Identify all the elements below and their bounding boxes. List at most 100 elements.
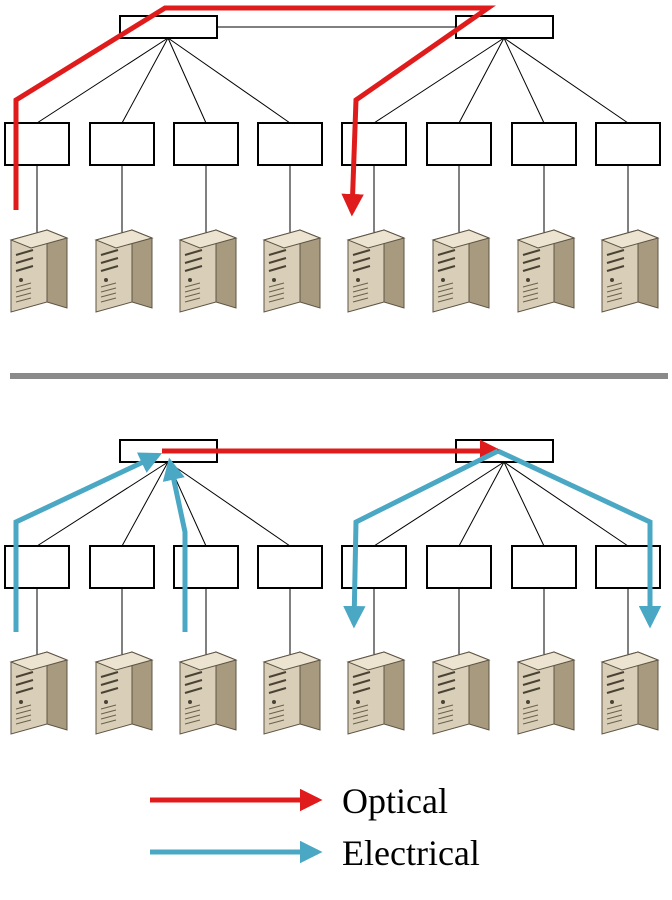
server-vent <box>100 287 117 293</box>
server-drive-bay <box>268 679 287 686</box>
electrical-path-panel <box>4 439 662 735</box>
server-vent <box>522 709 539 715</box>
server-1 <box>9 229 69 313</box>
server-top <box>516 229 576 249</box>
server-vent <box>606 719 623 725</box>
tor-switch-7 <box>511 545 577 589</box>
server-vent <box>184 704 201 710</box>
server-vent <box>522 714 539 720</box>
server-4 <box>262 229 322 313</box>
server-drive-bay <box>100 687 119 694</box>
uplink-line <box>503 37 545 124</box>
server-drive-bay <box>606 679 625 686</box>
server-power-light <box>356 700 360 704</box>
server-vent <box>184 287 201 293</box>
server-vent <box>352 292 369 298</box>
server-row <box>9 651 660 735</box>
server-drive-bay <box>437 687 456 694</box>
electrical-uplink-arrow-1 <box>13 452 163 632</box>
core-switch-right <box>455 15 554 39</box>
server-top <box>94 229 154 249</box>
server-drive-bay <box>437 265 456 272</box>
server-8 <box>600 229 660 313</box>
uplink-line <box>167 37 291 124</box>
server-drive-bay <box>522 671 541 678</box>
server-vent <box>100 292 117 298</box>
server-top <box>262 651 322 671</box>
server-3 <box>178 651 238 735</box>
server-vent <box>606 709 623 715</box>
server-vent <box>606 287 623 293</box>
server-drive-bay <box>522 265 541 272</box>
server-vent <box>100 714 117 720</box>
server-vent <box>352 714 369 720</box>
server-drive-bay <box>606 265 625 272</box>
uplink-line <box>36 461 169 547</box>
server-vent <box>437 282 454 288</box>
server-vent <box>437 714 454 720</box>
server-vent <box>352 282 369 288</box>
server-power-light <box>188 278 192 282</box>
server-power-light <box>19 700 23 704</box>
server-top <box>9 651 69 671</box>
server-drive-bay <box>268 265 287 272</box>
uplink-line <box>36 37 169 124</box>
server-vent <box>522 287 539 293</box>
server-vent <box>522 719 539 725</box>
optical-flow-arrow <box>13 5 496 217</box>
server-drive-bay <box>352 265 371 272</box>
server-2 <box>94 651 154 735</box>
server-vent <box>352 704 369 710</box>
uplink-line <box>373 37 505 124</box>
uplink-line <box>503 461 545 547</box>
server-drive-bay <box>184 249 203 256</box>
server-vent <box>352 287 369 293</box>
server-drive-bay <box>100 671 119 678</box>
server-drive-bay <box>522 257 541 264</box>
server-vent <box>15 709 32 715</box>
server-vent <box>268 719 285 725</box>
server-drive-bay <box>352 679 371 686</box>
server-4 <box>262 651 322 735</box>
server-power-light <box>104 278 108 282</box>
server-vent <box>522 704 539 710</box>
legend-item-electrical: Electrical <box>150 833 480 873</box>
server-vent <box>15 297 32 303</box>
server-vent <box>606 292 623 298</box>
server-vent <box>437 297 454 303</box>
server-drive-bay <box>606 249 625 256</box>
server-vent <box>606 714 623 720</box>
server-vent <box>606 704 623 710</box>
uplink-line <box>121 461 169 547</box>
uplink-line <box>167 37 207 124</box>
server-drive-bay <box>184 687 203 694</box>
server-power-light <box>441 278 445 282</box>
server-top <box>516 651 576 671</box>
server-top <box>600 651 660 671</box>
server-power-light <box>610 278 614 282</box>
server-vent <box>606 282 623 288</box>
server-vent <box>606 297 623 303</box>
server-drive-bay <box>437 671 456 678</box>
legend-label-optical: Optical <box>342 781 448 821</box>
server-vent <box>100 704 117 710</box>
server-drive-bay <box>522 249 541 256</box>
server-drive-bay <box>606 687 625 694</box>
server-drive-bay <box>15 249 34 256</box>
server-vent <box>352 719 369 725</box>
server-vent <box>437 709 454 715</box>
server-vent <box>522 292 539 298</box>
server-vent <box>15 287 32 293</box>
uplink-line <box>373 461 505 547</box>
server-drive-bay <box>268 257 287 264</box>
server-power-light <box>441 700 445 704</box>
server-drive-bay <box>437 249 456 256</box>
uplink-line <box>503 37 629 124</box>
server-vent <box>437 719 454 725</box>
legend-item-optical: Optical <box>150 781 448 821</box>
server-drive-bay <box>100 249 119 256</box>
server-vent <box>184 709 201 715</box>
server-row <box>9 229 660 313</box>
server-vent <box>184 719 201 725</box>
server-vent <box>268 709 285 715</box>
